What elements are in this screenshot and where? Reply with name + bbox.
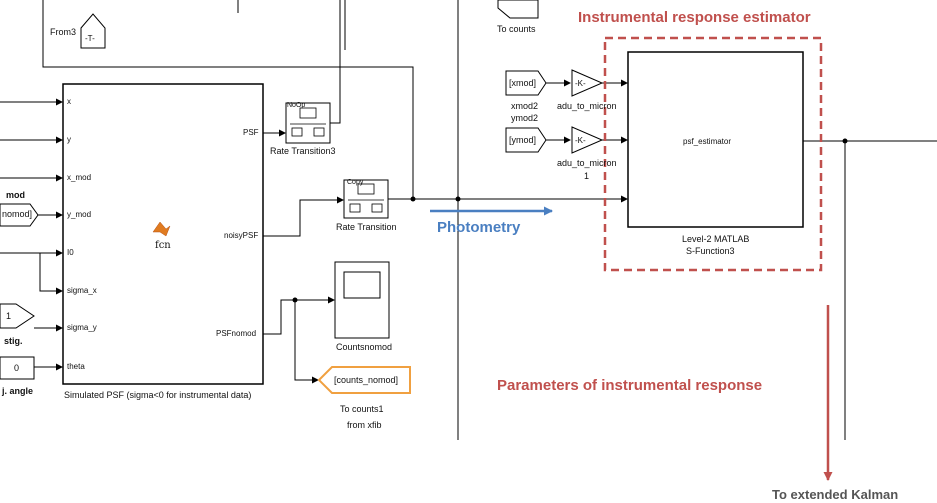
xmod-from-tag: [xmod] [509, 78, 537, 88]
rate-transition-inner-left [349, 203, 361, 213]
rate-transition3-inner-left [291, 127, 303, 137]
gain1-text: -K- [575, 79, 586, 88]
ymod-from-block[interactable] [505, 127, 547, 153]
from3-tag: -T- [85, 34, 95, 43]
port-label-theta: theta [67, 362, 85, 371]
rate-transition-inner-top [357, 183, 375, 195]
port-label-y: y [67, 135, 71, 144]
gain-block-2[interactable] [571, 126, 604, 154]
sfunction-label-line1: Level-2 MATLAB [682, 234, 750, 244]
gain2-text: -K- [575, 136, 586, 145]
gain-block-1[interactable] [571, 69, 604, 97]
port-label-xmod: x_mod [67, 173, 92, 182]
fcn-label: fcn [155, 240, 171, 251]
rate-transition3-out-wire [330, 0, 341, 124]
ymod-from-tag: [ymod] [509, 135, 537, 145]
constant-one-value: 1 [6, 311, 12, 321]
rate-transition3-label: Rate Transition3 [270, 146, 336, 156]
constant-zero-value: 0 [14, 363, 20, 373]
estimator-title-annotation: Instrumental response estimator [578, 9, 811, 26]
counts-nomod-goto-block[interactable] [317, 366, 411, 394]
kalman-annotation: To extended Kalman [772, 487, 899, 502]
counts-nomod-goto-tag: [counts_nomod] [334, 375, 399, 385]
scope-screen [343, 271, 381, 299]
countsnomod-label: Countsnomod [336, 342, 393, 352]
rate-transition-mode: Copy [347, 179, 364, 186]
port-label-i0: I0 [67, 248, 74, 257]
rate-transition3-mode: NoOp [287, 102, 306, 109]
rate-transition3-inner-top [299, 107, 317, 119]
feedback-wire [42, 0, 414, 200]
port-label-psfnomod: PSFnomod [216, 329, 257, 338]
port-label-sigma-x: sigma_x [67, 286, 97, 295]
left-mod-label: mod [6, 190, 25, 200]
port-label-ymod: y_mod [67, 210, 92, 219]
simulated-psf-title: Simulated PSF (sigma<0 for instrumental … [64, 390, 252, 400]
gain2-label: adu_to_micron [557, 158, 617, 168]
sfunction-name: psf_estimator [683, 137, 732, 146]
xmod-from-block[interactable] [505, 70, 547, 96]
psf-estimator-sfunction-block[interactable] [627, 51, 804, 228]
psfnomod-to-goto-wire [294, 300, 319, 384]
left-nomod-tag: nomod] [2, 209, 33, 219]
ymod2-label: ymod2 [511, 113, 539, 123]
junction-dot-2 [455, 196, 461, 202]
constant-zero-label: j. angle [2, 386, 34, 396]
psfnomod-out-wire [263, 296, 335, 335]
sfunction-label-line2: S-Function3 [686, 246, 735, 256]
to-counts-top-label: To counts [497, 24, 536, 34]
photometry-annotation: Photometry [437, 219, 521, 236]
to-counts1-label: To counts1 [340, 404, 384, 414]
port-label-sigma-y: sigma_y [67, 323, 97, 332]
rate-transition-inner-right [371, 203, 383, 213]
rate-transition-label: Rate Transition [336, 222, 397, 232]
estimator-highlight-box [603, 36, 823, 272]
to-counts-top-goto-block[interactable] [497, 0, 539, 19]
constant-zero-block[interactable] [0, 356, 35, 380]
parameters-annotation: Parameters of instrumental response [497, 377, 763, 394]
xmod2-label: xmod2 [511, 101, 539, 111]
gain2-label-suffix: 1 [584, 171, 590, 181]
junction-dot-3 [292, 297, 298, 303]
from3-label: From3 [50, 27, 77, 37]
constant-one-label: stig. [4, 336, 23, 346]
port-label-noisypsf: noisyPSF [224, 231, 259, 240]
junction-dot-1 [410, 196, 416, 202]
noisypsf-out-wire [263, 196, 344, 237]
rate-transition3-inner-right [313, 127, 325, 137]
left-nomod-from-block[interactable] [0, 203, 39, 227]
junction-dot-4 [842, 138, 848, 144]
from3-block[interactable] [80, 13, 106, 49]
constant-one-block[interactable] [0, 303, 35, 329]
port-label-x: x [67, 97, 71, 106]
input-wire-sigma-x [39, 253, 63, 295]
port-label-psf: PSF [243, 128, 259, 137]
gain1-label: adu_to_micron [557, 101, 617, 111]
from-xfib-label: from xfib [347, 420, 382, 430]
matlab-logo-icon [152, 221, 171, 237]
